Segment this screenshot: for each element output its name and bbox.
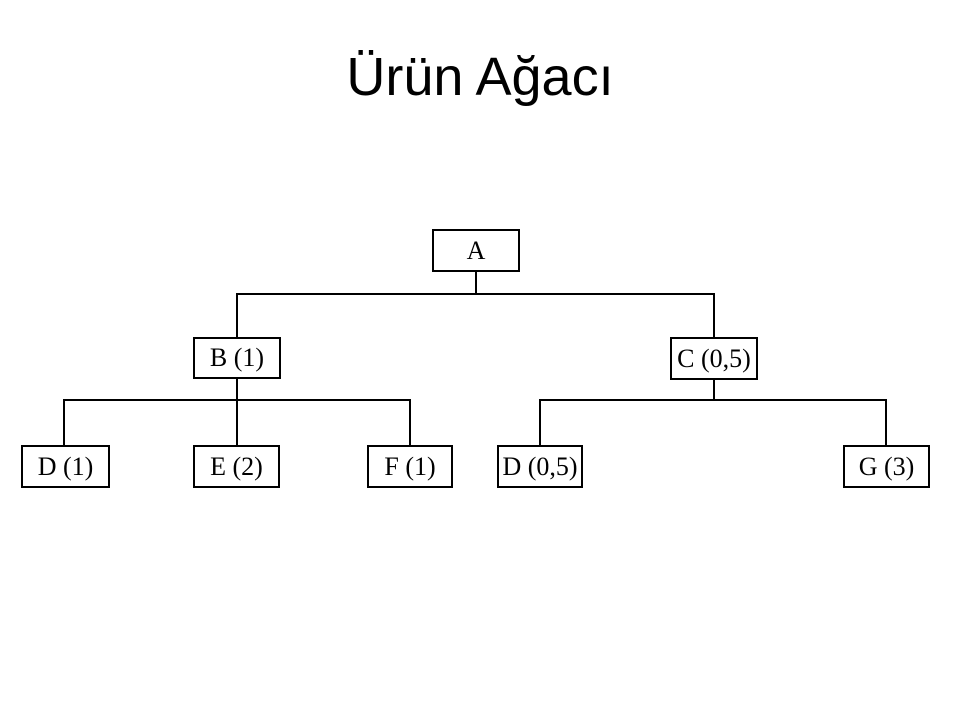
tree-node-d-under-b: D (1) [21, 445, 110, 488]
tree-node-a: A [432, 229, 520, 272]
tree-node-b: B (1) [193, 337, 281, 379]
slide-title: Ürün Ağacı [346, 47, 614, 107]
tree-node-d-under-c: D (0,5) [497, 445, 583, 488]
tree-node-c: C (0,5) [670, 337, 758, 380]
tree-node-g: G (3) [843, 445, 930, 488]
tree-node-e: E (2) [193, 445, 280, 488]
tree-node-f: F (1) [367, 445, 453, 488]
